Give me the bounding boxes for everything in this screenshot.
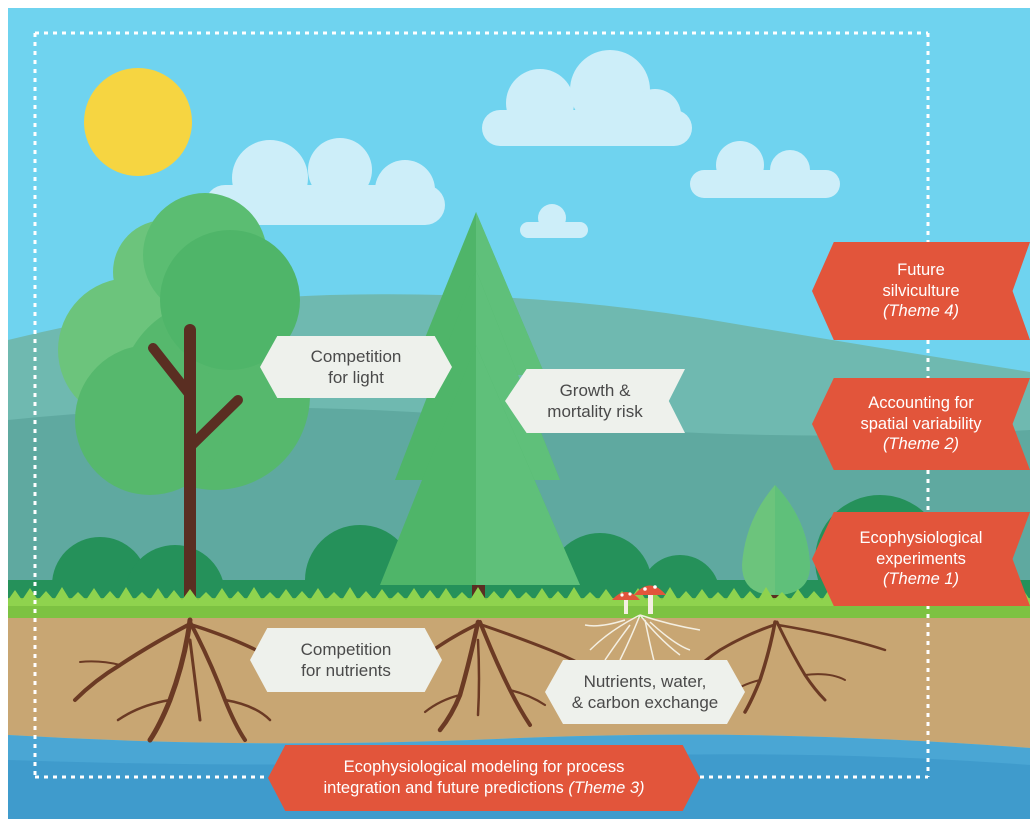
theme-3-line-2-text: integration and future predictions — [323, 779, 564, 797]
conifer-tree — [380, 212, 580, 625]
theme-2-line-2: spatial variability — [860, 414, 982, 433]
theme-4-line-1: Future — [897, 261, 945, 280]
cloud-3 — [690, 141, 840, 198]
cloud-1 — [482, 50, 692, 146]
competition-light-line-1: Competition — [310, 346, 402, 366]
cloud-4 — [520, 204, 588, 238]
mushroom-icon — [612, 585, 666, 614]
theme-2-number: (Theme 2) — [882, 435, 960, 454]
theme-1-line-2: experiments — [876, 549, 966, 568]
sun-icon — [84, 68, 192, 176]
grass-blades — [8, 587, 1030, 606]
growth-mortality-label: Growth & mortality risk — [505, 369, 685, 433]
theme-4-future-silviculture: Future silviculture (Theme 4) — [812, 242, 1030, 340]
dotted-frame — [33, 31, 930, 779]
theme-2-line-1: Accounting for — [868, 394, 974, 413]
theme-3-number: (Theme 3) — [568, 779, 645, 797]
theme-4-number: (Theme 4) — [882, 302, 960, 321]
growth-mortality-line-1: Growth & — [559, 380, 631, 400]
theme-3-line-2: integration and future predictions (Them… — [323, 778, 644, 799]
theme-3-line-1: Ecophysiological modeling for process — [343, 758, 625, 777]
cloud-2 — [205, 138, 445, 225]
theme-1-number: (Theme 1) — [882, 570, 960, 589]
deciduous-tree-trunk — [148, 324, 243, 636]
competition-for-light-label: Competition for light — [260, 336, 452, 398]
nutrients-exchange-line-2: & carbon exchange — [571, 693, 719, 712]
theme-2-spatial-variability: Accounting for spatial variability (Them… — [812, 378, 1030, 470]
nutrients-exchange-label: Nutrients, water, & carbon exchange — [545, 660, 745, 724]
competition-nutrients-line-2: for nutrients — [301, 661, 391, 680]
theme-1-line-1: Ecophysiological — [859, 529, 983, 548]
growth-mortality-line-2: mortality risk — [547, 402, 643, 421]
competition-nutrients-line-1: Competition — [300, 639, 392, 659]
theme-3-ecophysiological-modeling: Ecophysiological modeling for process in… — [268, 745, 700, 811]
competition-for-nutrients-label: Competition for nutrients — [250, 628, 442, 692]
theme-1-ecophysiological-experiments: Ecophysiological experiments (Theme 1) — [812, 512, 1030, 606]
theme-4-line-2: silviculture — [882, 281, 960, 300]
competition-light-line-2: for light — [328, 368, 384, 387]
nutrients-exchange-line-1: Nutrients, water, — [583, 671, 707, 691]
